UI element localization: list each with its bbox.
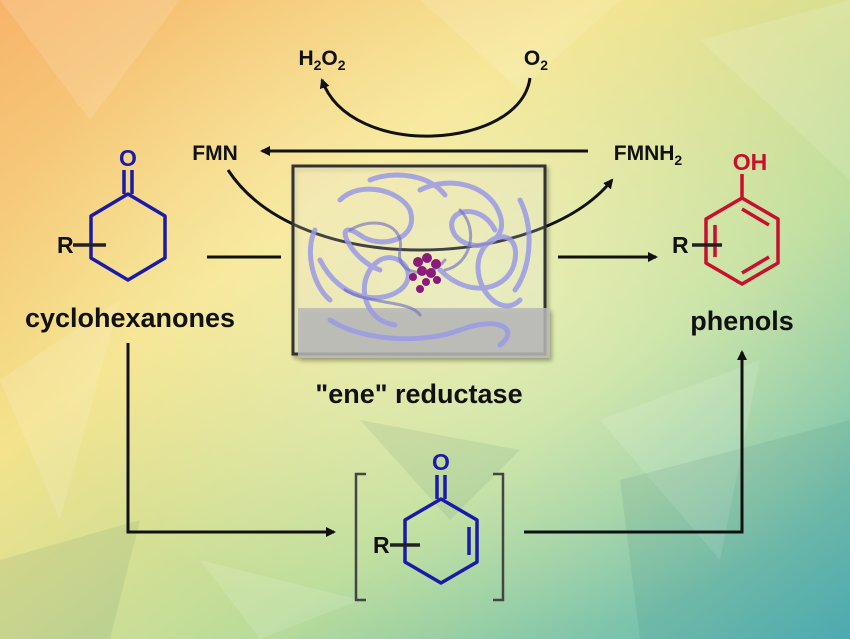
cyclohexenone-structure [390,475,479,585]
background-facets-dark [0,420,850,639]
fmnh2-label: FMNH2 [614,142,683,168]
cyclohexanones-label: cyclohexanones [25,303,235,333]
cyclohexanone-structure [73,170,167,282]
bracket-right [493,472,505,602]
fmn-cofactor-spheres [409,253,441,293]
r-substituent-right: R [672,232,689,258]
r-substituent-enone: R [373,532,390,558]
oxygen-arc-arrow [319,77,532,138]
bracket-left [354,472,366,602]
r-substituent-left: R [57,232,74,258]
enone-oxygen-label: O [432,449,450,475]
phenol-structure [692,174,780,286]
oxygen-label: O2 [524,47,548,73]
intermediate-to-phenol-arrow [524,350,747,534]
hydrogen-peroxide-label: H2O2 [298,47,345,73]
phenols-label: phenols [690,306,794,336]
fmn-label: FMN [192,142,238,165]
ketone-oxygen-label: O [119,145,137,171]
hydroxyl-label: OH [733,149,768,175]
ene-reductase-label: "ene" reductase [315,379,522,409]
substrate-to-intermediate-arrow [126,343,336,537]
